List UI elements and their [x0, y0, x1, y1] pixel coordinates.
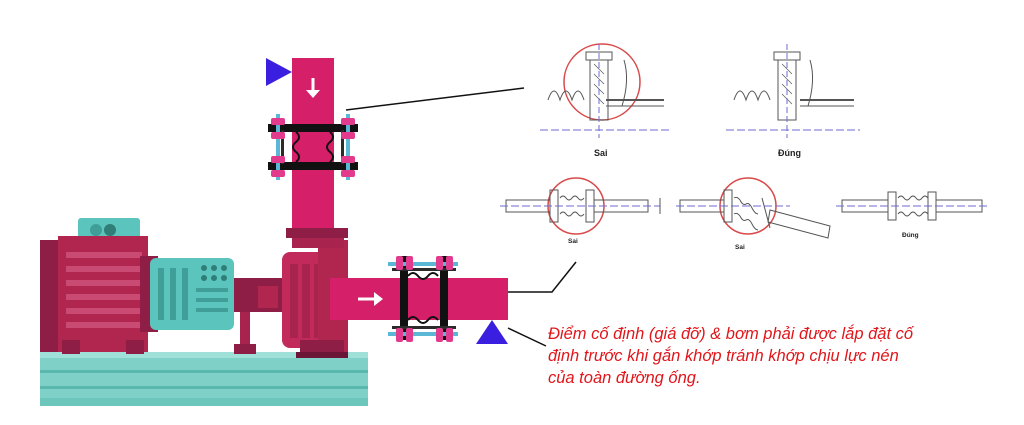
fixed-point-marker-bottom	[476, 320, 508, 344]
detail-mid-wrong-2	[676, 177, 831, 239]
motor	[40, 218, 234, 354]
label-top-wrong: Sai	[594, 148, 608, 158]
detail-top-wrong	[540, 43, 672, 138]
expansion-joint-horizontal	[388, 256, 458, 342]
leader-line-mid	[508, 261, 577, 293]
pump	[234, 228, 348, 358]
fixed-point-marker-top	[266, 58, 292, 86]
label-mid-wrong-2: Sai	[735, 244, 745, 251]
detail-top-right	[726, 44, 860, 138]
leader-line-top	[345, 87, 525, 111]
horizontal-pipe	[330, 278, 508, 320]
label-mid-wrong-1: Sai	[568, 238, 578, 245]
vertical-pipe	[292, 58, 334, 228]
note-line-3: của toàn đường ống.	[548, 369, 701, 387]
detail-mid-wrong-1	[500, 177, 661, 235]
label-top-right: Đúng	[778, 148, 801, 158]
leader-line-note	[507, 327, 547, 347]
detail-mid-right	[836, 191, 990, 221]
expansion-joint-vertical	[268, 114, 358, 180]
note-line-1: Điểm cố định (giá đỡ) & bơm phải được lắ…	[548, 325, 914, 343]
note-line-2: định trước khi gắn khớp tránh khớp chịu …	[548, 347, 899, 365]
base-plate	[40, 352, 368, 406]
installation-note: Điểm cố định (giá đỡ) & bơm phải được lắ…	[548, 323, 968, 389]
label-mid-right: Đúng	[902, 232, 919, 239]
